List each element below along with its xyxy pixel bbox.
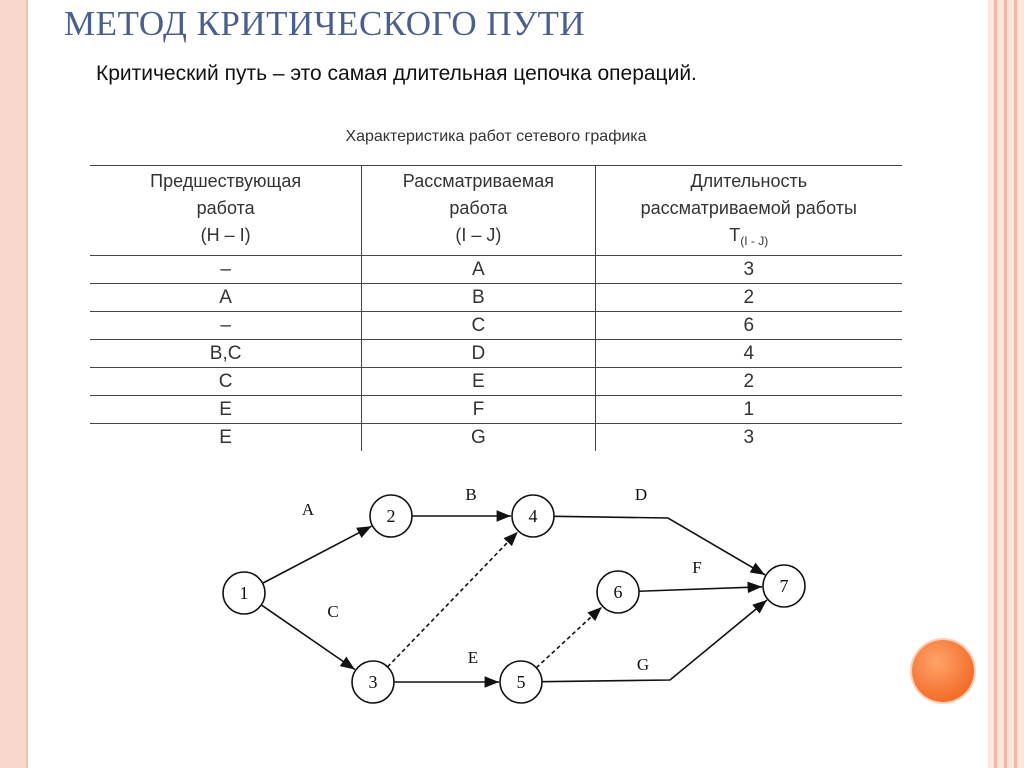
graph-node-label: 4 bbox=[529, 506, 538, 526]
table-cell-preceding: C bbox=[90, 367, 362, 396]
graph-edge-label: G bbox=[637, 655, 649, 674]
graph-edge-1-2 bbox=[262, 525, 372, 584]
table-cell-current: B bbox=[361, 283, 596, 312]
table-cell-duration: 1 bbox=[594, 395, 902, 424]
graph-edge-label: E bbox=[468, 648, 478, 667]
table-cell-preceding: E bbox=[90, 395, 362, 424]
header-duration: Длительность рассматриваемой работы T(I … bbox=[594, 165, 902, 256]
slide-right-border bbox=[988, 0, 1024, 768]
graph-edge-1-3 bbox=[260, 604, 356, 671]
table-cell-duration: 4 bbox=[594, 339, 902, 368]
table-cell-preceding: A bbox=[90, 283, 362, 312]
table-cell-preceding: – bbox=[90, 255, 362, 284]
table-cell-current: D bbox=[361, 339, 596, 368]
table-cell-preceding: B,C bbox=[90, 339, 362, 368]
header-preceding-work: Предшествующая работа (H – I) bbox=[90, 165, 362, 256]
table-cell-current: A bbox=[361, 255, 596, 284]
graph-node-3 bbox=[351, 660, 395, 704]
graph-node-1 bbox=[222, 571, 266, 615]
graph-edge-3-4-dummy bbox=[386, 531, 519, 668]
network-graph: 1 2 3 4 5 6 7 A C B E D F G bbox=[222, 485, 806, 704]
slide-title: МЕТОД КРИТИЧЕСКОГО ПУТИ bbox=[64, 4, 586, 43]
graph-node-5 bbox=[499, 660, 543, 704]
slide-left-border bbox=[0, 0, 26, 768]
table-cell-duration: 2 bbox=[594, 283, 902, 312]
slide-left-border-line bbox=[26, 0, 28, 768]
graph-node-6 bbox=[596, 570, 640, 614]
graph-node-label: 7 bbox=[780, 576, 789, 596]
table-cell-current: F bbox=[361, 395, 596, 424]
graph-edge-label: F bbox=[692, 558, 701, 577]
graph-edge-6-7 bbox=[638, 581, 763, 594]
graph-edge-label: C bbox=[327, 602, 338, 621]
table-cell-preceding: E bbox=[219, 426, 232, 448]
graph-edge-label: B bbox=[465, 485, 476, 504]
table-cell-current: E bbox=[361, 367, 596, 396]
graph-edge-4-7 bbox=[553, 515, 766, 576]
table-cell-current: C bbox=[361, 311, 596, 340]
table-caption: Характеристика работ сетевого графика bbox=[345, 128, 647, 145]
decorative-orange-circle bbox=[912, 640, 974, 702]
graph-node-4 bbox=[511, 494, 555, 538]
table-header-row: Предшествующая работа (H – I) Рассматрив… bbox=[90, 165, 902, 256]
table-cell-duration: 3 bbox=[594, 255, 902, 284]
graph-edge-label: A bbox=[302, 500, 315, 519]
graph-node-label: 2 bbox=[387, 506, 396, 526]
header-current-work: Рассматриваемая работа (I – J) bbox=[361, 165, 596, 256]
table-cell-duration: 6 bbox=[594, 311, 902, 340]
graph-node-label: 6 bbox=[614, 582, 623, 602]
table-cell-preceding: – bbox=[90, 311, 362, 340]
graph-edge-5-7 bbox=[541, 599, 768, 683]
table-cell-duration: 3 bbox=[594, 423, 902, 451]
table-cell-current: G bbox=[361, 423, 596, 451]
works-table: Предшествующая работа (H – I) Рассматрив… bbox=[90, 165, 902, 451]
slide-subtitle: Критический путь – это самая длительная … bbox=[96, 62, 697, 85]
graph-node-label: 1 bbox=[240, 583, 249, 603]
table-cell-duration: 2 bbox=[594, 367, 902, 396]
graph-edge-5-6-dummy bbox=[535, 606, 603, 669]
graph-node-7 bbox=[762, 564, 806, 608]
graph-node-2 bbox=[369, 494, 413, 538]
graph-node-label: 5 bbox=[517, 672, 526, 692]
graph-node-label: 3 bbox=[369, 672, 378, 692]
graph-edge-label: D bbox=[635, 485, 647, 504]
